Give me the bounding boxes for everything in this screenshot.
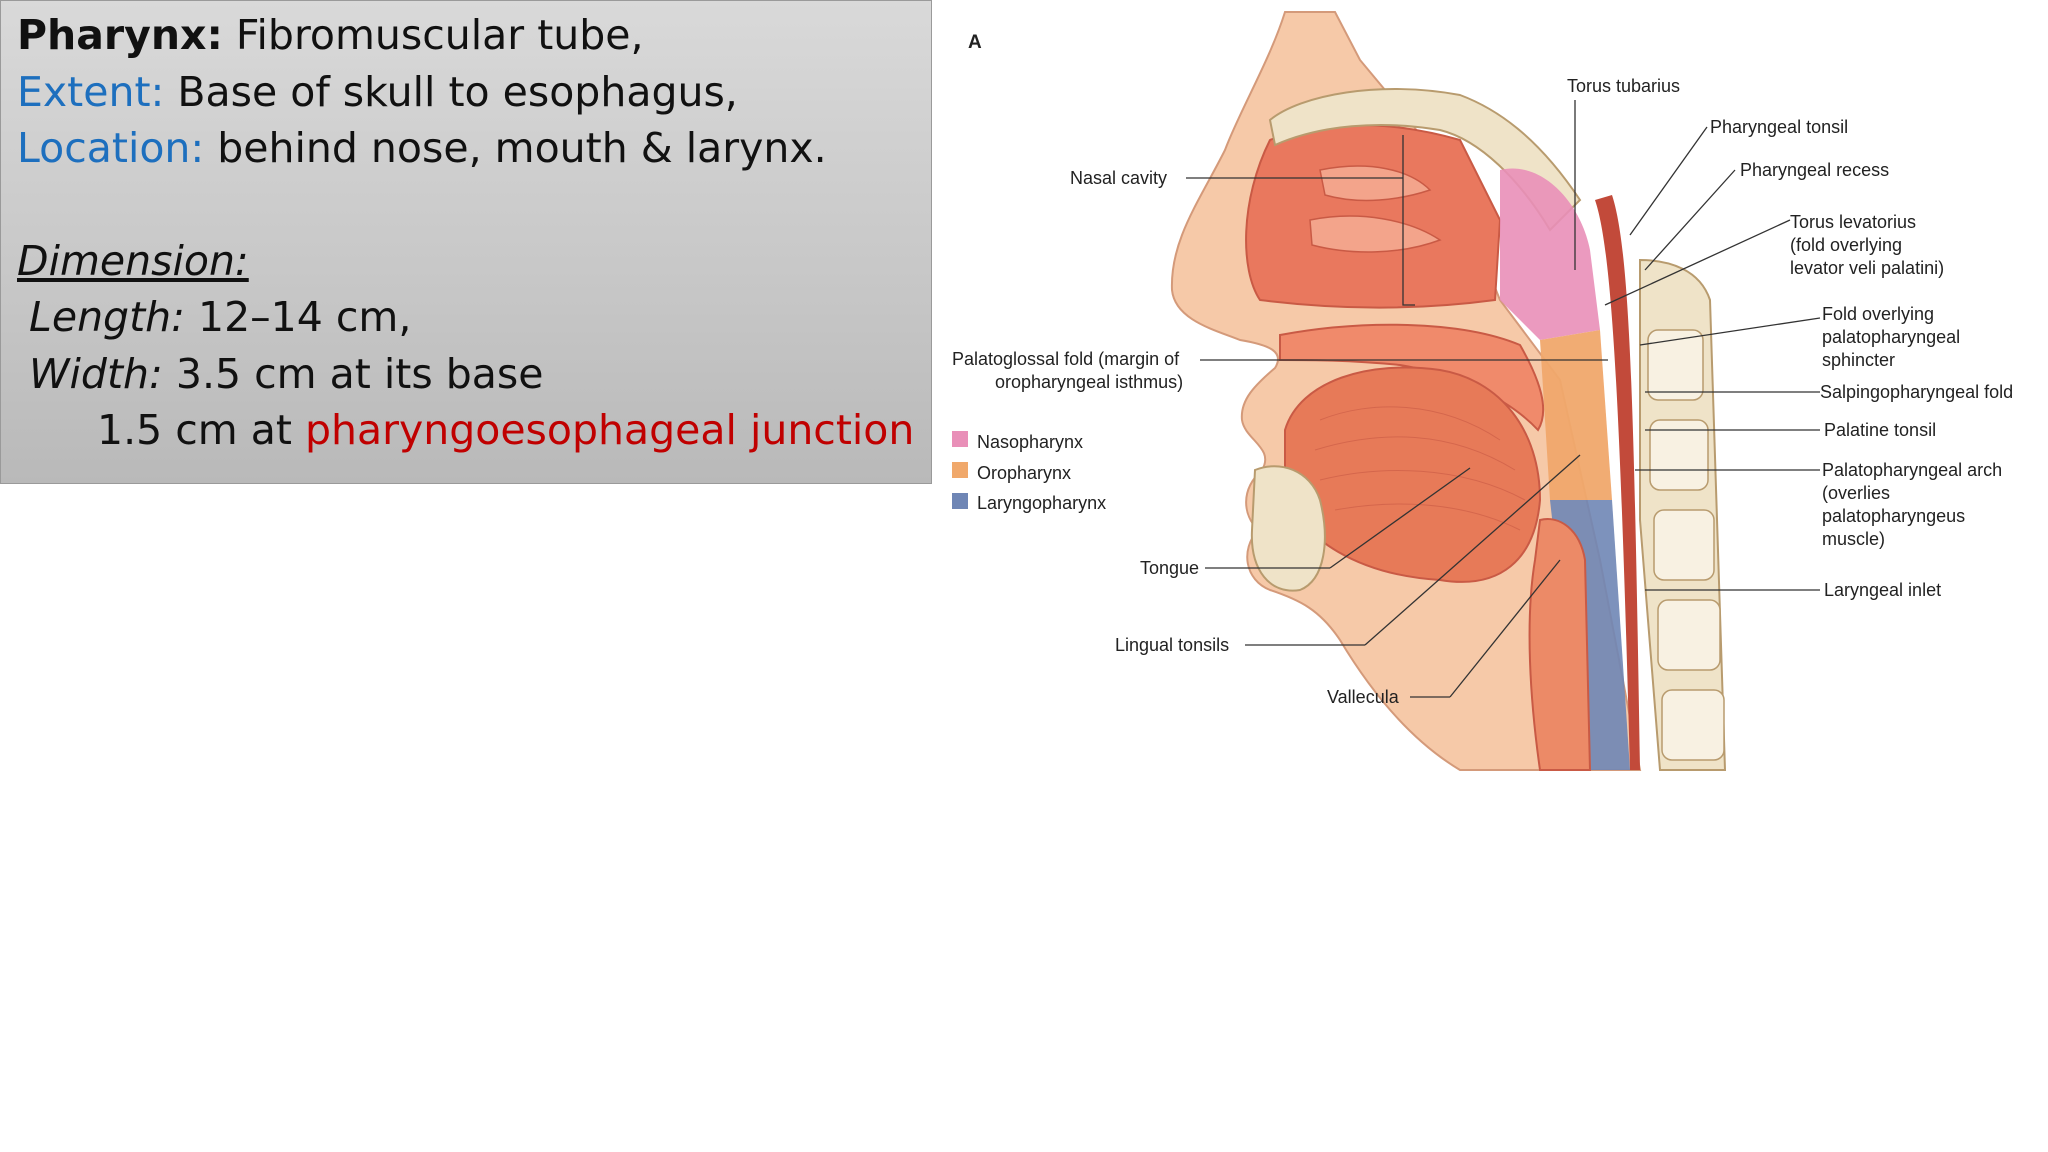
dimension-heading: Dimension: (17, 237, 249, 285)
legend-swatch-oropharynx (952, 462, 968, 478)
legend-swatch-nasopharynx (952, 431, 968, 447)
location-line: Location: behind nose, mouth & larynx. (17, 120, 931, 177)
label-lingual-tonsils: Lingual tonsils (1115, 635, 1229, 655)
location-label: Location: (17, 124, 204, 172)
label-torus-levatorius: Torus levatorius (1790, 212, 1916, 232)
pharynx-line: Pharynx: Fibromuscular tube, (17, 7, 931, 64)
length-line: Length: 12–14 cm, (17, 289, 931, 346)
label-nasal-cavity: Nasal cavity (1070, 168, 1167, 188)
extent-value: Base of skull to esophagus, (164, 68, 738, 116)
width2-prefix: 1.5 cm at (97, 406, 305, 454)
pharynx-value: Fibromuscular tube, (223, 11, 644, 59)
legend-label-laryngopharynx: Laryngopharynx (977, 493, 1106, 513)
extent-label: Extent: (17, 68, 164, 116)
width-line: Width: 3.5 cm at its base (17, 346, 931, 403)
label-palatopharyngeal-arch-2: (overlies (1822, 483, 1890, 503)
spacer (17, 177, 931, 233)
extent-line: Extent: Base of skull to esophagus, (17, 64, 931, 121)
oropharynx-region (1540, 330, 1612, 500)
panel-letter: A (968, 32, 982, 53)
pharynx-label: Pharynx: (17, 11, 223, 59)
label-fold-overlying-3: sphincter (1822, 350, 1895, 370)
label-vallecula: Vallecula (1327, 687, 1400, 707)
length-label: Length: (29, 293, 185, 341)
label-palatoglossal: Palatoglossal fold (margin of (952, 349, 1180, 369)
anatomy-diagram: A (940, 0, 2048, 780)
label-laryngeal-inlet: Laryngeal inlet (1824, 580, 1941, 600)
width-value: 3.5 cm at its base (163, 350, 544, 398)
pharynx-sagittal-figure: A (940, 0, 2048, 780)
length-value: 12–14 cm, (185, 293, 411, 341)
label-palatoglossal-2: oropharyngeal isthmus) (995, 372, 1183, 392)
junction-highlight: pharyngoesophageal junction (305, 406, 914, 454)
region-legend: Nasopharynx Oropharynx Laryngopharynx (952, 431, 1106, 513)
label-fold-overlying: Fold overlying (1822, 304, 1934, 324)
label-torus-tubarius: Torus tubarius (1567, 76, 1680, 96)
definition-text-box: Pharynx: Fibromuscular tube, Extent: Bas… (0, 0, 932, 484)
label-palatopharyngeal-arch-3: palatopharyngeus (1822, 506, 1965, 526)
label-torus-levatorius-3: levator veli palatini) (1790, 258, 1944, 278)
legend-swatch-laryngopharynx (952, 493, 968, 509)
label-salpingopharyngeal: Salpingopharyngeal fold (1820, 382, 2013, 402)
label-torus-levatorius-2: (fold overlying (1790, 235, 1902, 255)
nasal-cavity-region (1246, 125, 1500, 308)
larynx-region (1530, 519, 1590, 770)
label-palatine-tonsil: Palatine tonsil (1824, 420, 1936, 440)
width2-line: 1.5 cm at pharyngoesophageal junction (17, 402, 931, 459)
label-pharyngeal-tonsil: Pharyngeal tonsil (1710, 117, 1848, 137)
legend-label-nasopharynx: Nasopharynx (977, 432, 1083, 452)
label-palatopharyngeal-arch: Palatopharyngeal arch (1822, 460, 2002, 480)
dimension-heading-line: Dimension: (17, 233, 931, 290)
label-palatopharyngeal-arch-4: muscle) (1822, 529, 1885, 549)
label-fold-overlying-2: palatopharyngeal (1822, 327, 1960, 347)
nasopharynx-region (1500, 168, 1600, 340)
location-value: behind nose, mouth & larynx. (204, 124, 826, 172)
label-tongue: Tongue (1140, 558, 1199, 578)
width-label: Width: (29, 350, 163, 398)
label-pharyngeal-recess: Pharyngeal recess (1740, 160, 1889, 180)
legend-label-oropharynx: Oropharynx (977, 463, 1071, 483)
